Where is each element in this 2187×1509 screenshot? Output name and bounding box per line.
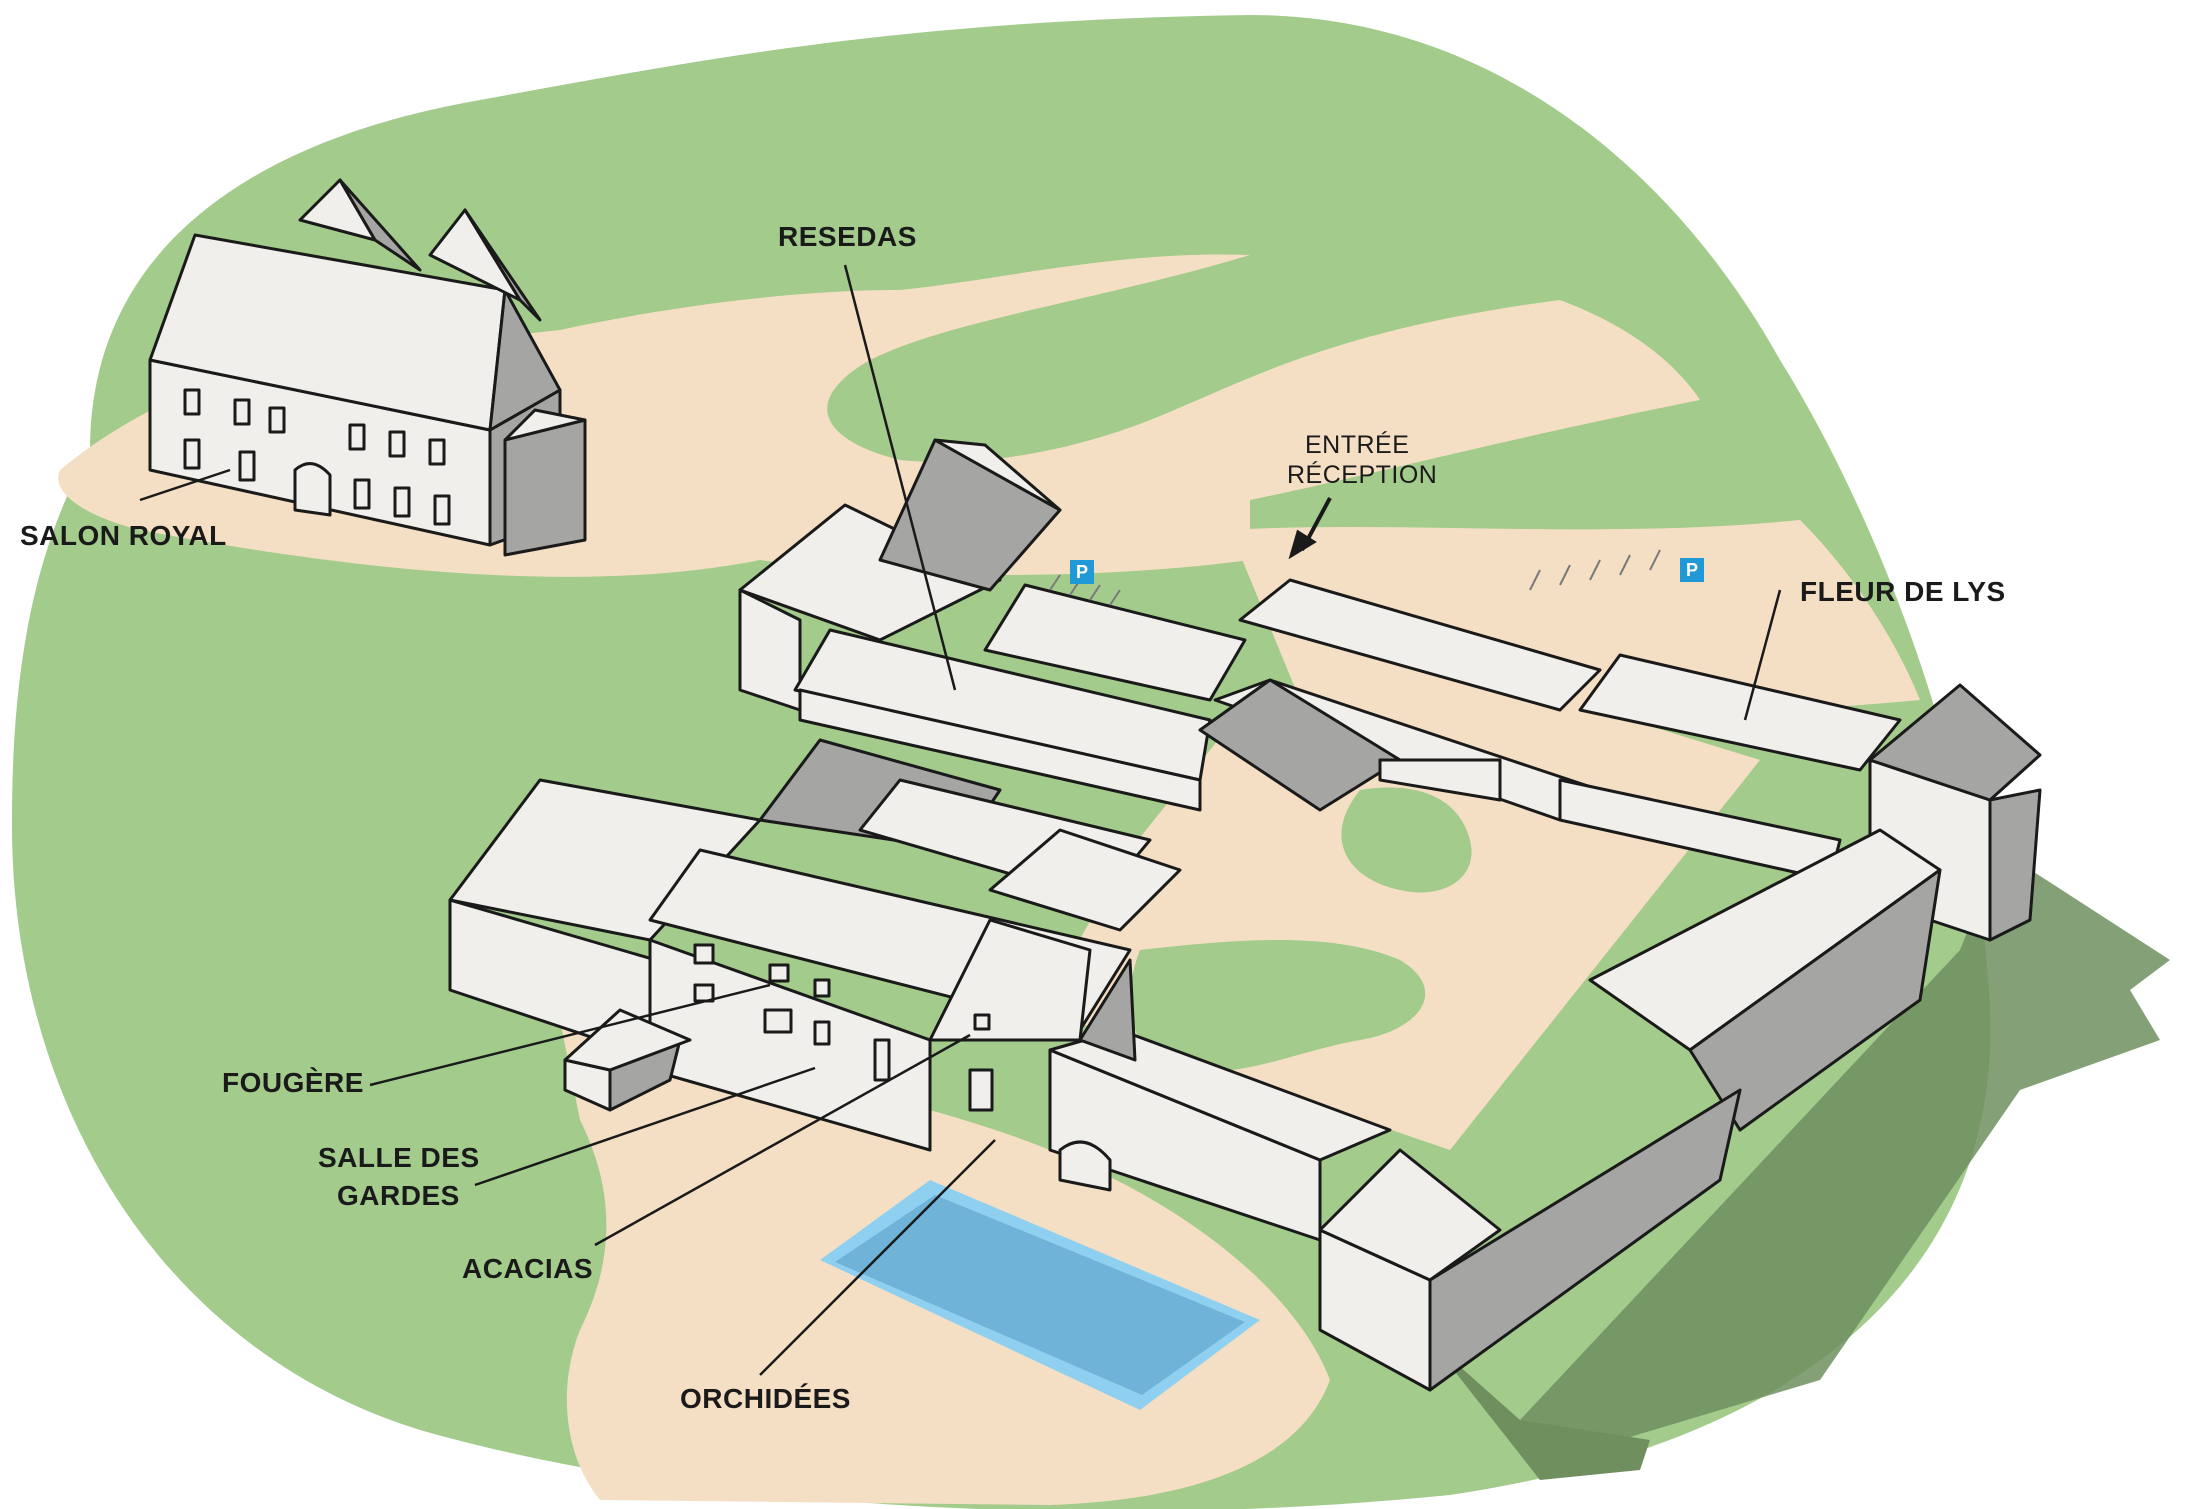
- arrow-icon: [1288, 497, 1332, 560]
- label-resedas: RESEDAS: [778, 221, 917, 252]
- leader-acacias: [594, 1033, 971, 1247]
- shadow-southeast: [1430, 1340, 1650, 1480]
- parking-hatch: [1049, 549, 1661, 606]
- leader-lines: [139, 264, 1782, 1376]
- label-salle-des-gardes-line1: SALLE DES: [318, 1142, 480, 1173]
- label-salle-des-gardes-line2: GARDES: [337, 1180, 460, 1211]
- leader-orchidees: [759, 1139, 996, 1376]
- label-entree: ENTRÉE: [1305, 431, 1410, 459]
- courtyard-lawn-2: [1130, 940, 1426, 1073]
- label-acacias: ACACIAS: [462, 1253, 594, 1284]
- label-fougere: FOUGÈRE: [222, 1067, 364, 1098]
- leader-fougere: [369, 983, 771, 1087]
- label-orchidees: ORCHIDÉES: [680, 1383, 851, 1414]
- label-salon-royal: SALON ROYAL: [20, 520, 227, 551]
- leader-fleur-de-lys: [1743, 589, 1782, 721]
- parking-icon: P: [1680, 558, 1704, 582]
- leader-resedas: [843, 264, 957, 691]
- leader-salon-royal: [139, 468, 231, 502]
- leader-salle-des-gardes: [474, 1066, 816, 1187]
- courtyard-buildings: [448, 438, 2042, 1392]
- label-fleur-de-lys: FLEUR DE LYS: [1800, 576, 2006, 607]
- label-reception: RÉCEPTION: [1287, 461, 1438, 489]
- path-north: [560, 254, 1700, 576]
- shadow-east: [1520, 850, 2170, 1440]
- pool: [835, 1195, 1245, 1395]
- parking-icon: P: [1070, 560, 1094, 584]
- courtyard-lawn-1: [1341, 787, 1472, 893]
- salon-royal-building: [148, 178, 587, 557]
